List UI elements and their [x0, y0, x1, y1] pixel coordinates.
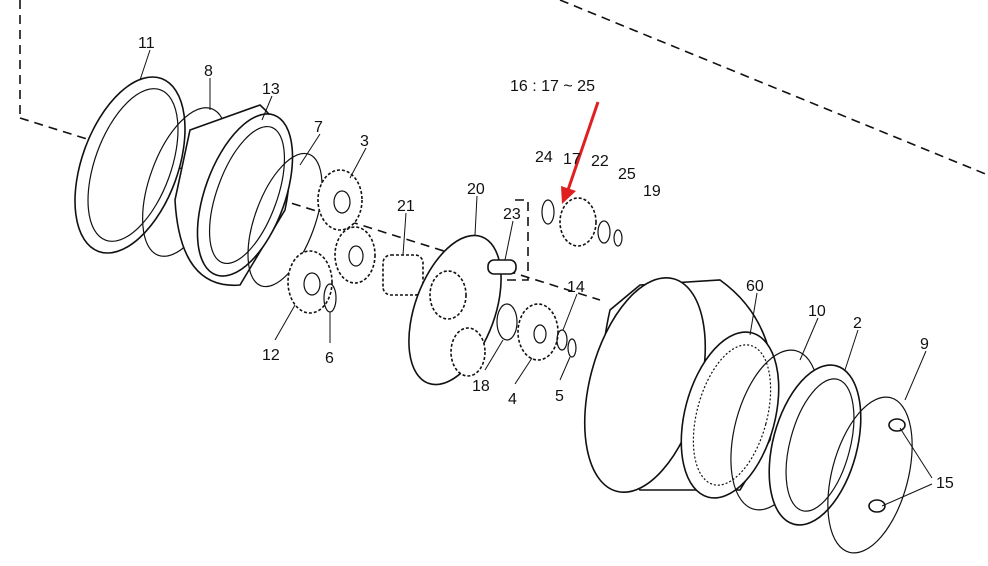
callout-60: 60 [746, 278, 764, 295]
part-15-plugs [868, 418, 906, 513]
callout-4: 4 [508, 391, 517, 408]
red-arrow-indicator [561, 101, 600, 204]
callout-2: 2 [853, 315, 862, 332]
callout-12: 12 [262, 347, 280, 364]
callout-3: 3 [360, 133, 369, 150]
callout-24: 24 [535, 149, 553, 166]
part-60-housing [583, 276, 780, 499]
callout-8: 8 [204, 63, 213, 80]
callout-11: 11 [138, 35, 155, 52]
callout-10: 10 [808, 303, 826, 320]
part-20-carrier [408, 234, 517, 386]
part-12-planet-gear [287, 250, 333, 314]
callout-21: 21 [397, 198, 415, 215]
part-13-bearing [174, 104, 294, 286]
part-14-washer [556, 329, 568, 351]
part-2-cover [768, 364, 862, 526]
part-18-ring [496, 303, 518, 341]
part-21-sun-gear [382, 254, 424, 296]
frame-line-top [19, 0, 601, 301]
callout-18: 18 [472, 378, 490, 395]
frame-line-right [559, 0, 988, 176]
subassembly-16 [541, 197, 623, 247]
part-4-gear [517, 303, 559, 361]
callout-6: 6 [325, 350, 334, 367]
callout-9: 9 [920, 336, 929, 353]
part-9-o-ring [827, 396, 913, 554]
part-5-snap-ring [567, 338, 577, 358]
callout-15: 15 [936, 475, 954, 492]
leader-lines [139, 49, 933, 507]
part-7-snap-ring [247, 152, 323, 288]
subassembly-formula: 16 : 17 ~ 25 [510, 78, 595, 95]
callout-5: 5 [555, 388, 564, 405]
callout-20: 20 [467, 181, 485, 198]
part-11-seal-ring [74, 76, 186, 254]
callout-23: 23 [503, 206, 521, 223]
callout-25: 25 [618, 166, 636, 183]
callout-14: 14 [567, 279, 585, 296]
subassembly-bracket [500, 199, 529, 281]
gear-middle [334, 226, 376, 284]
callout-7: 7 [314, 119, 323, 136]
callout-22: 22 [591, 153, 609, 170]
part-3-planet-gear [317, 169, 363, 231]
callout-13: 13 [262, 81, 280, 98]
callout-19: 19 [643, 183, 661, 200]
callout-17: 17 [563, 151, 581, 168]
